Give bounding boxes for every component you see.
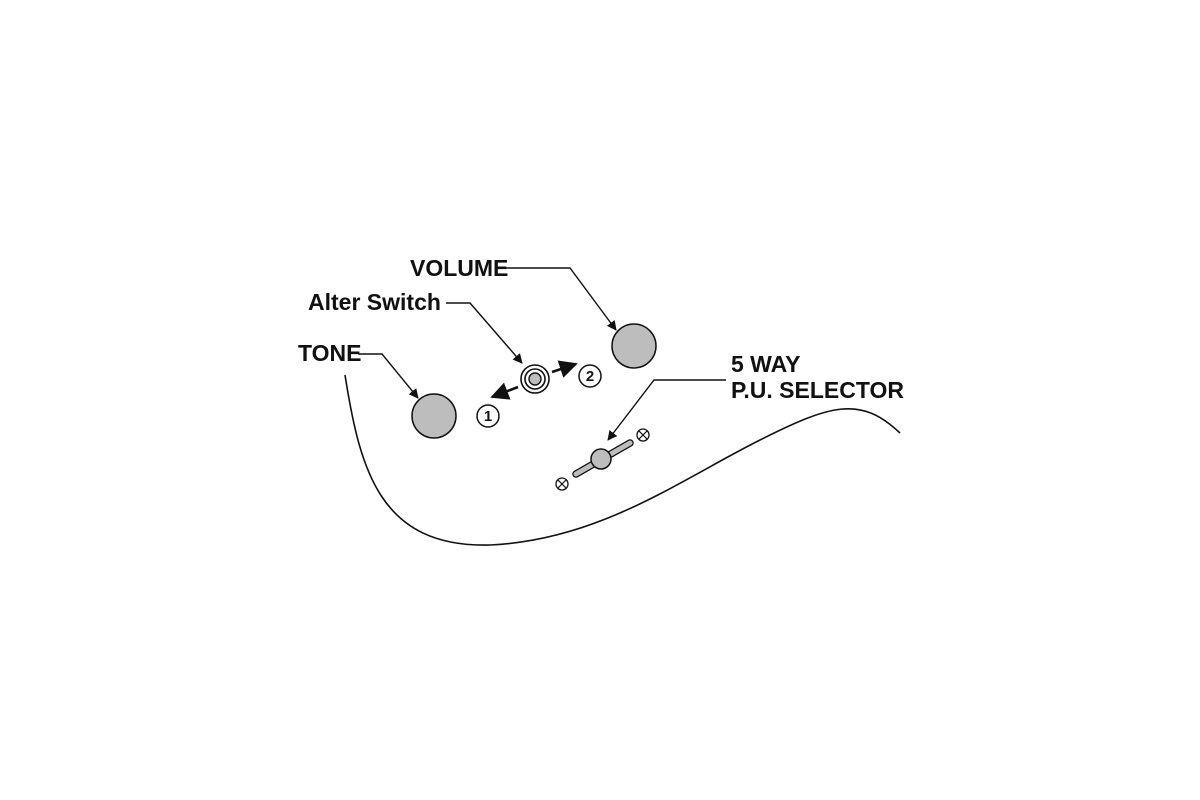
tone-leader-line xyxy=(358,353,419,399)
tone-label: TONE xyxy=(298,340,361,366)
alter-switch-label: Alter Switch xyxy=(308,289,441,315)
pickup-selector[interactable] xyxy=(572,439,634,478)
position-1-number: 1 xyxy=(484,408,492,425)
position-2-marker: 2 xyxy=(578,364,602,388)
tone-knob[interactable] xyxy=(411,393,457,439)
selector-screw-right xyxy=(636,428,650,442)
alter-switch-leader-line xyxy=(446,302,523,364)
selector-label-line1: 5 WAY xyxy=(731,351,800,377)
switch-arrow-position-1 xyxy=(490,382,519,400)
alter-switch[interactable] xyxy=(520,364,550,394)
volume-leader-line xyxy=(502,267,617,331)
position-2-number: 2 xyxy=(586,368,594,385)
selector-screw-left xyxy=(555,477,569,491)
selector-knob[interactable] xyxy=(590,448,612,470)
position-1-marker: 1 xyxy=(476,404,500,428)
guitar-body-outline xyxy=(344,374,901,546)
volume-knob[interactable] xyxy=(611,323,657,369)
selector-leader-line xyxy=(607,379,726,441)
switch-arrow-position-2 xyxy=(551,360,578,378)
volume-label: VOLUME xyxy=(410,255,508,281)
selector-label-line2: P.U. SELECTOR xyxy=(731,377,904,403)
